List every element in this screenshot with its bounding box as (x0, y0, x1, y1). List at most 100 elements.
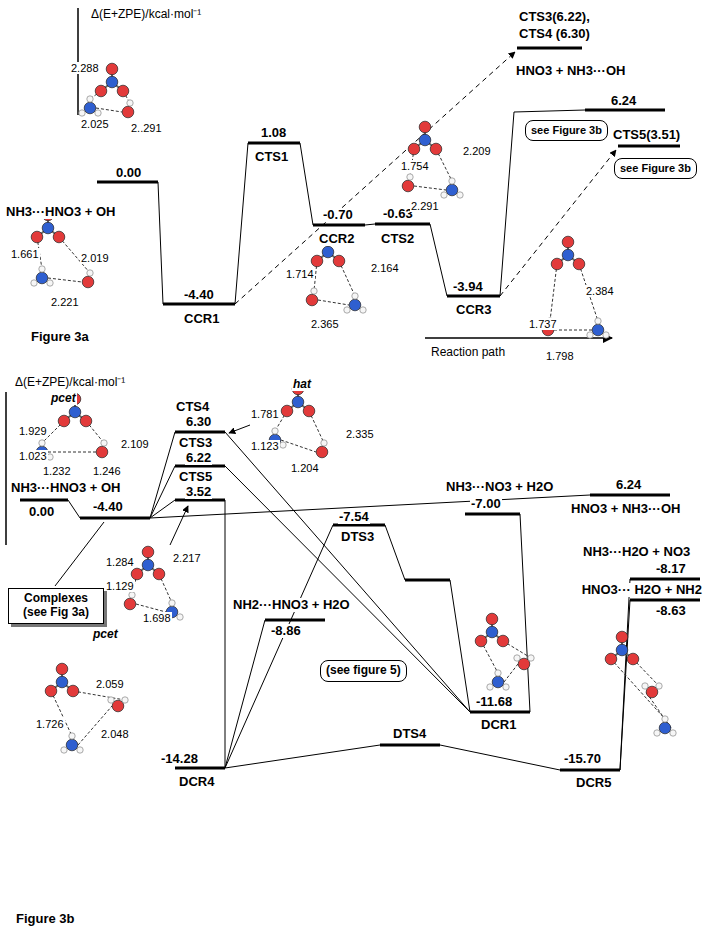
energy-label: CTS5 (178, 470, 213, 484)
dashed-path (235, 52, 515, 304)
energy-label: 0.00 (115, 166, 142, 180)
distance-label: 1.714 (285, 268, 315, 280)
distance-label: 2.048 (100, 728, 130, 740)
energy-levels (20, 48, 700, 770)
distance-label: 1.781 (250, 408, 280, 420)
energy-label: -0.70 (322, 208, 354, 222)
energy-label: -8.17 (655, 562, 687, 576)
energy-label: HNO3 + NH3···OH (570, 502, 681, 516)
box-text: see Figure 3b (531, 124, 602, 137)
energy-label: CTS2 (380, 232, 415, 246)
pointer-arrow (229, 425, 250, 433)
energy-label: -11.68 (475, 695, 513, 709)
reference-box: see Figure 3b (525, 120, 608, 141)
distance-label: 2.019 (80, 252, 110, 264)
energy-label: DCR4 (178, 775, 215, 789)
energy-label: pcet (92, 628, 119, 641)
energy-label: DCR5 (575, 776, 612, 790)
distance-label: 2.221 (50, 296, 80, 308)
energy-label: -7.00 (470, 497, 502, 511)
distance-label: 1.929 (18, 425, 48, 437)
distance-label: 1.698 (142, 612, 172, 624)
distance-label: 2.059 (95, 678, 125, 690)
distance-label: 1.726 (35, 718, 65, 730)
distance-label: 2.025 (80, 118, 110, 130)
energy-label: 6.24 (610, 94, 637, 108)
energy-label: -7.54 (338, 510, 370, 524)
energy-label: CTS1 (254, 150, 289, 164)
molecule-structures (31, 63, 676, 753)
energy-label: 6.22 (185, 451, 212, 465)
axis-arrow (6, 8, 612, 545)
energy-label: -4.40 (92, 500, 124, 514)
distance-label: 1.661 (10, 248, 40, 260)
energy-label: -8.63 (655, 604, 687, 618)
distance-label: 2.109 (120, 438, 150, 450)
distance-label: 2..291 (130, 122, 163, 134)
energy-label: 1.08 (260, 126, 287, 140)
distance-label: 2.335 (345, 428, 375, 440)
energy-label: DTS3 (340, 530, 375, 544)
dashed-path (500, 150, 616, 296)
energy-label: -8.86 (270, 624, 302, 638)
energy-label: DTS4 (392, 727, 427, 741)
energy-label: NH3···HNO3 + OH (5, 205, 116, 219)
distance-label: 1.798 (545, 350, 575, 362)
energy-label: DCR1 (480, 718, 517, 732)
energy-label: Figure 3a (30, 330, 90, 344)
energy-label: CTS5(3.51) (612, 128, 681, 142)
energy-label: NH2···HNO3 + H2O (232, 598, 351, 612)
distance-label: 1.232 (42, 465, 72, 477)
energy-label: hat (292, 378, 312, 391)
energy-label: 6.24 (615, 478, 642, 492)
path-lines (68, 110, 630, 770)
energy-label: HNO3 + NH3···OH (515, 64, 626, 78)
energy-label: Δ(E+ZPE)/kcal·mol⁻¹ (14, 376, 126, 389)
energy-label: NH3···HNO3 + OH (10, 481, 121, 495)
distance-label: 1.123 (250, 440, 280, 452)
energy-label: Reaction path (430, 346, 506, 359)
distance-label: 2.384 (585, 285, 615, 297)
distance-label: 1.204 (290, 462, 320, 474)
energy-label: Δ(E+ZPE)/kcal·mol⁻¹ (90, 8, 202, 21)
energy-label: 0.00 (28, 505, 55, 519)
energy-label: CTS4 (175, 400, 210, 414)
distance-label: 2.291 (410, 200, 440, 212)
energy-label: NH3···H2O + NO3 (582, 545, 691, 559)
reference-box: Complexes (see Fig 3a) (8, 588, 104, 624)
distance-label: 2.209 (462, 145, 492, 157)
energy-label: -15.70 (563, 752, 602, 766)
distance-label: 1.023 (18, 450, 48, 462)
energy-label: CCR2 (318, 232, 355, 246)
energy-label: CTS3(6.22), (518, 10, 591, 24)
pointer-arrow (170, 506, 188, 545)
distance-label: 2.217 (172, 552, 202, 564)
reference-box: (see figure 5) (320, 660, 407, 682)
energy-label: CTS3 (178, 436, 213, 450)
distance-label: 1.246 (92, 465, 122, 477)
energy-label: NH3···NO3 + H2O (445, 480, 554, 494)
box-text: (see figure 5) (326, 664, 401, 678)
energy-label: CTS4 (6.30) (518, 27, 591, 41)
energy-label: -14.28 (160, 752, 199, 766)
box-text: see Figure 3b (620, 162, 691, 175)
distance-label: 1.754 (400, 160, 430, 172)
distance-label: 1.129 (105, 580, 135, 592)
box-text: Complexes (see Fig 3a) (14, 592, 98, 620)
distance-label: 2.365 (310, 318, 340, 330)
distance-label: 1.284 (105, 556, 135, 568)
energy-label: CCR3 (455, 303, 492, 317)
distance-label: 2.164 (370, 262, 400, 274)
energy-label: -3.94 (452, 280, 484, 294)
energy-label: pcet (50, 392, 77, 405)
leader-line (55, 522, 104, 586)
reference-box: see Figure 3b (614, 158, 697, 179)
energy-label: 3.52 (185, 485, 212, 499)
energy-label: 6.30 (185, 415, 212, 429)
energy-label: Figure 3b (15, 912, 76, 926)
energy-label: CCR1 (183, 312, 220, 326)
energy-label: -0.63 (382, 207, 414, 221)
energy-label: HNO3··· H2O + NH2 (581, 583, 703, 597)
distance-label: 1.737 (528, 318, 558, 330)
